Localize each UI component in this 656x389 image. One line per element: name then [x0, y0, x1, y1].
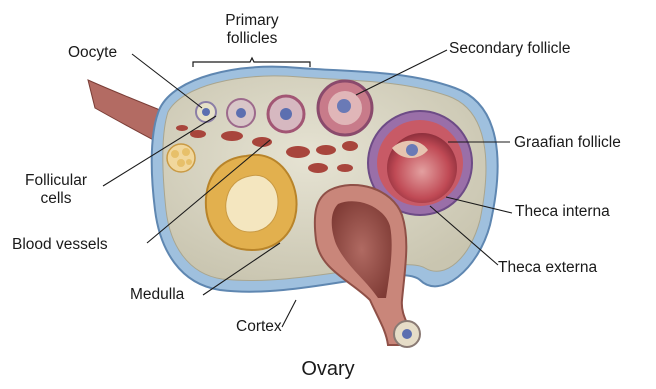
label-theca-externa: Theca externa — [498, 259, 597, 277]
label-follicular-cells: Follicular cells — [8, 172, 104, 208]
label-primary-follicles-line1: Primary — [207, 12, 297, 30]
secondary-follicle — [318, 81, 372, 135]
label-medulla: Medulla — [130, 286, 184, 304]
label-graafian-follicle: Graafian follicle — [514, 134, 621, 152]
primary-follicles-bracket — [193, 58, 310, 67]
corpus-luteum — [206, 155, 297, 250]
label-cortex: Cortex — [236, 318, 282, 336]
label-secondary-follicle: Secondary follicle — [449, 40, 570, 58]
label-primary-follicles: Primary follicles — [207, 12, 297, 48]
label-follicular-cells-line2: cells — [8, 190, 104, 208]
label-oocyte: Oocyte — [68, 44, 117, 62]
label-follicular-cells-line1: Follicular — [8, 172, 104, 190]
label-primary-follicles-line2: follicles — [207, 30, 297, 48]
leader-cortex — [282, 300, 296, 327]
label-blood-vessels: Blood vessels — [12, 236, 108, 254]
follicular-cells-cluster — [167, 144, 195, 172]
diagram-title: Ovary — [0, 358, 656, 381]
label-theca-interna: Theca interna — [515, 203, 610, 221]
